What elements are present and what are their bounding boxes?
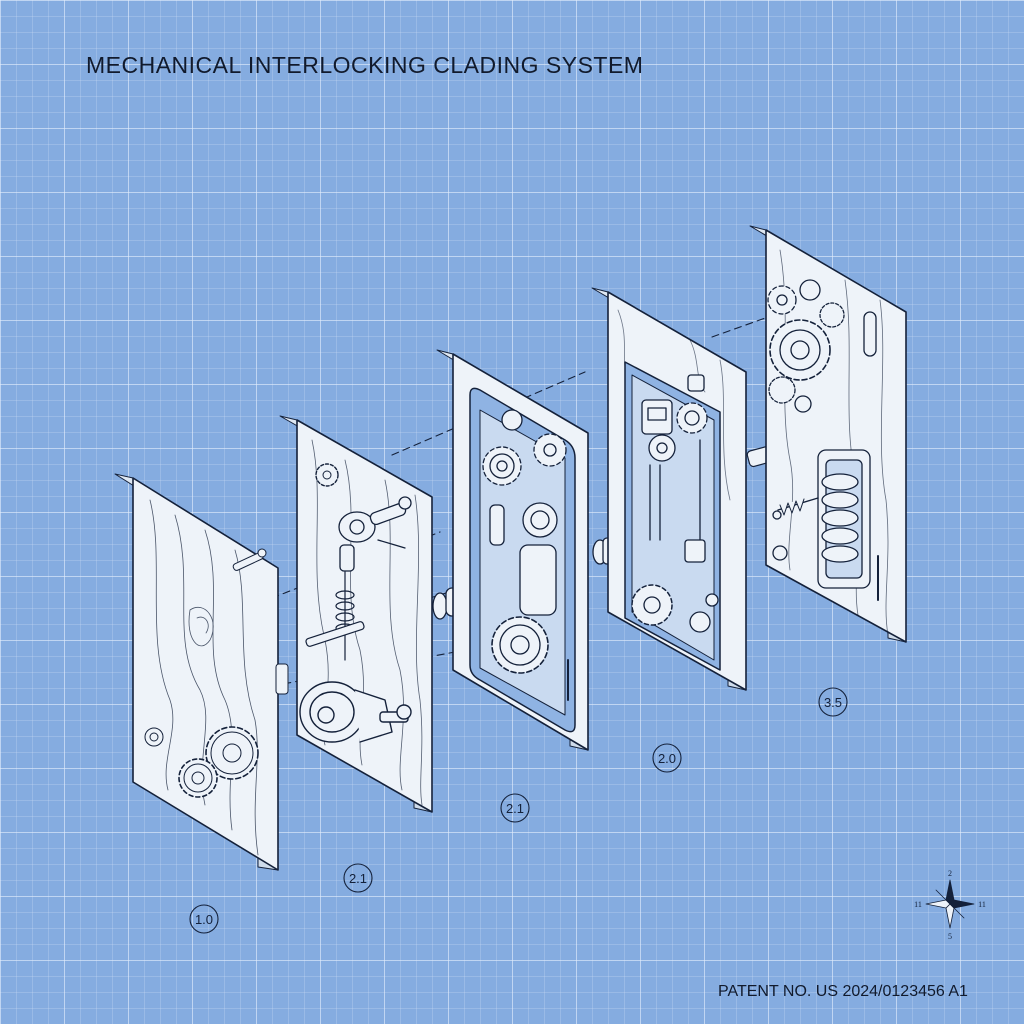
callout-label: 3.5	[824, 695, 842, 710]
gear-cluster-icon	[767, 279, 877, 413]
callout-3: 2.1	[500, 793, 530, 823]
latch-mechanism-icon	[338, 496, 412, 572]
compass-east: 11	[978, 900, 986, 909]
panel-3	[436, 349, 589, 751]
panel-1	[114, 473, 289, 871]
callout-label: 1.0	[195, 912, 213, 927]
control-module-icon	[631, 374, 719, 633]
compass-rose-icon: 2 5 11 11	[914, 869, 986, 941]
pin-icon	[232, 548, 267, 571]
compass-north: 2	[948, 869, 952, 878]
compass-south: 5	[948, 932, 952, 941]
small-gear-icon	[315, 463, 339, 487]
gear-train-icon	[482, 409, 567, 674]
panel-5	[749, 225, 907, 643]
callout-2: 2.1	[343, 863, 373, 893]
compass-west: 11	[914, 900, 922, 909]
panel-2	[279, 415, 433, 813]
spring-housing-icon	[772, 449, 879, 601]
patent-number: PATENT NO. US 2024/0123456 A1	[718, 983, 968, 1000]
callout-label: 2.0	[658, 751, 676, 766]
motor-housing-icon	[299, 681, 412, 743]
bushing-icon	[144, 727, 164, 747]
gear-icon	[178, 726, 259, 798]
callout-1: 1.0	[189, 904, 219, 934]
callout-label: 2.1	[506, 801, 524, 816]
panel-4	[591, 287, 747, 691]
callout-4: 2.0	[652, 743, 682, 773]
spring-icon	[305, 571, 365, 661]
callout-5: 3.5	[818, 687, 848, 717]
callout-label: 2.1	[349, 871, 367, 886]
drawing-title: MECHANICAL INTERLOCKING CLADING SYSTEM	[86, 52, 644, 78]
